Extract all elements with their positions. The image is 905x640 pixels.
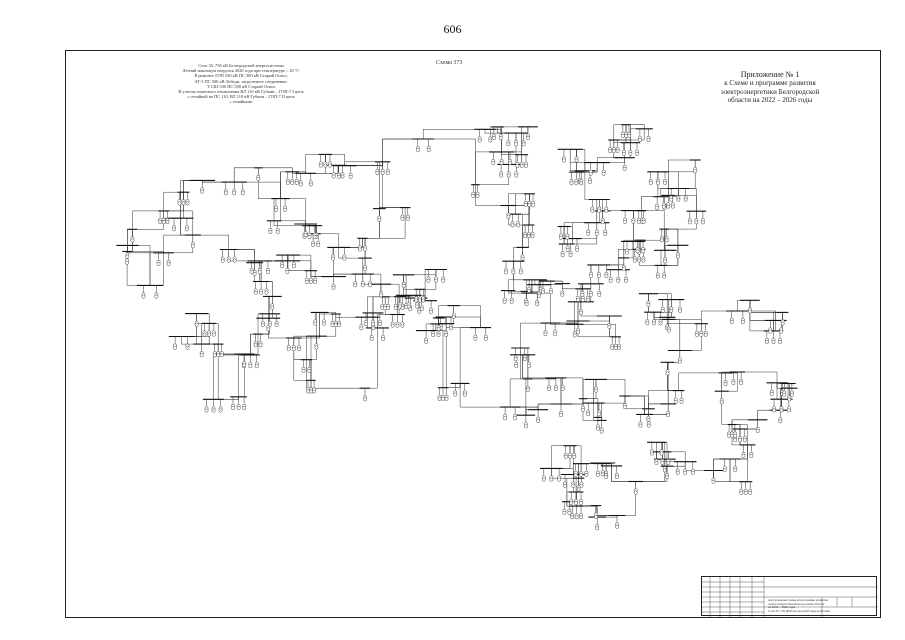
appendix-caption: Приложение № 1 к Схеме и программе разви… [700,70,840,105]
note-line: с отпайкой на ПС 110, ВЛ 110 кВ Губкин –… [187,94,295,100]
title-block-grid [702,577,878,617]
single-line-diagram [116,124,798,531]
note-line: В ремонте ЛЭП 330 кВ ПС 500 кВ Старый Ос… [194,73,288,79]
title-block-line: Сети 35–750 кВ Белгородской энергосистем… [768,609,831,613]
note-line: Сети 35–750 кВ Белгородской энергосистем… [198,63,284,68]
title-block-line: на 2022 – 2026 годы [768,605,796,609]
appendix-heading: Приложение № 1 [740,70,800,79]
scheme-title: Схема 373 [436,60,463,66]
note-line: В учетом планового отключения ВЛ 110 кВ … [178,89,304,95]
title-block: Актуализация схемы и программы развития … [701,576,878,617]
scheme-notes: Сети 35–750 кВ Белгородской энергосистем… [176,63,306,105]
appendix-line: к Схеме и программе развития [724,79,816,88]
appendix-line: области на 2022 – 2026 годы [727,96,813,105]
title-block-line: электроэнергетики Белгородской области [768,601,825,606]
drawing-sheet: Сети 35–750 кВ Белгородской энергосистем… [65,50,881,618]
note-line: АТ-3 ПС 500 кВ Лебеди, загрузочное соеди… [194,78,288,84]
note-line: Летний максимум нагрузок 2028 года при т… [182,68,300,74]
appendix-line: электроэнергетики Белгородской [720,87,820,96]
title-block-line: Актуализация схемы и программы развития [768,598,828,602]
note-line: Т СШ-330 ПС 500 кВ Старый Оскол [206,83,276,89]
note-line: с отпайками [229,99,253,105]
page-number: 606 [443,22,462,36]
